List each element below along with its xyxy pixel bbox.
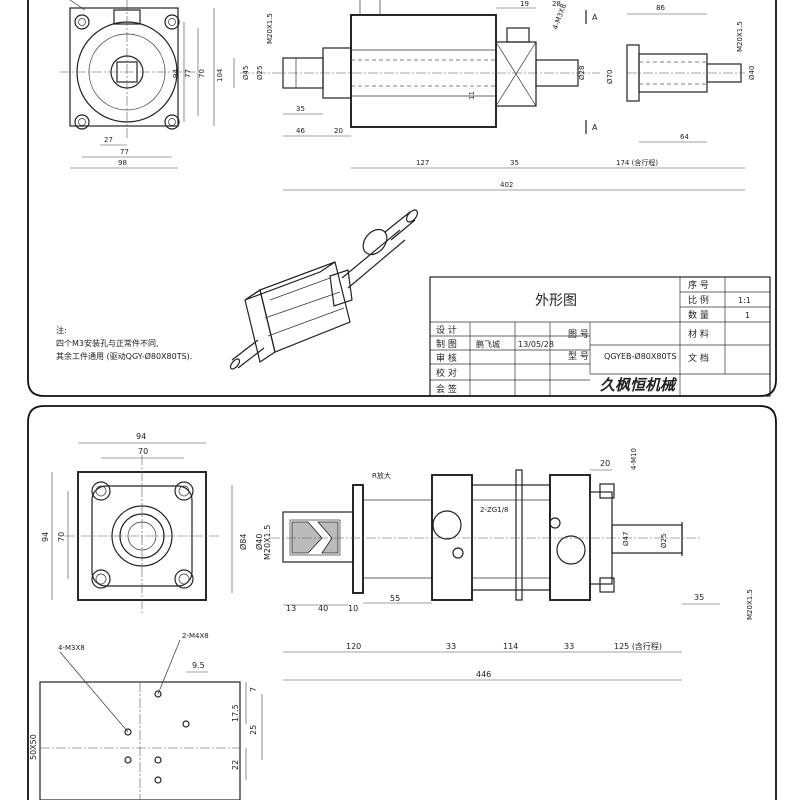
dim-77v: 77 <box>184 69 192 78</box>
dim-11: 11 <box>468 91 476 100</box>
dim-25v: 25 <box>249 725 258 735</box>
dim-m20b: M20X1.5 <box>736 21 744 52</box>
dim-20: 20 <box>600 459 610 468</box>
section-a-bottom: A <box>592 123 598 132</box>
dim-77: 77 <box>120 148 129 156</box>
dim-94: 94 <box>136 432 146 441</box>
bottom-front-view: 94 70 94 70 <box>41 432 220 615</box>
note-line1: 注: <box>56 325 67 335</box>
top-sheet: 27 77 98 77 70 104 94 <box>27 0 777 397</box>
row-label-2: 审 核 <box>436 352 457 364</box>
dim-d84: Ø84 <box>238 534 248 550</box>
dim-7: 7 <box>249 687 258 692</box>
top-front-view: 27 77 98 77 70 104 94 <box>60 0 224 169</box>
bottom-sheet-frame <box>27 405 777 800</box>
dim-55: 55 <box>390 594 400 603</box>
dim-104: 104 <box>216 68 224 82</box>
dim-20: 20 <box>334 127 343 135</box>
title-block: 外形图 设 计 制 图 审 核 校 对 会 签 鹏飞城 13/05/28 图 号… <box>429 276 771 397</box>
quantity-value: 1 <box>745 311 750 320</box>
date: 13/05/28 <box>518 340 554 349</box>
dim-33: 33 <box>446 642 456 651</box>
dim-d40: Ø40 <box>254 534 264 550</box>
bottom-side-view: Ø84 Ø40 M20X1.5 13 40 10 55 120 33 114 3… <box>231 448 754 681</box>
dim-94v: 94 <box>41 532 50 542</box>
dim-28: 28 <box>552 0 561 8</box>
dim-127: 127 <box>416 159 429 167</box>
top-sheet-frame <box>27 0 777 397</box>
top-side-view: Ø45 Ø25 M20X1.5 35 46 20 127 35 174 (含行程… <box>233 0 745 191</box>
dim-50x50: 50X50 <box>29 734 38 760</box>
right-label-3: 材 料 <box>688 328 709 340</box>
row-label-3: 校 对 <box>436 367 457 379</box>
dim-33b: 33 <box>564 642 574 651</box>
right-label-1: 比 例 <box>688 294 709 306</box>
dim-d47: Ø47 <box>622 532 630 546</box>
row-label-0: 设 计 <box>436 324 457 336</box>
dim-35b: 35 <box>510 159 519 167</box>
dim-d28: Ø28 <box>578 66 586 80</box>
dim-120: 120 <box>346 642 361 651</box>
dim-d70: Ø70 <box>606 70 614 84</box>
dim-27: 27 <box>104 136 113 144</box>
dim-19: 19 <box>520 0 529 8</box>
r-label: R放大 <box>372 471 391 480</box>
drawing-name: 外形图 <box>535 293 577 309</box>
designer: 鹏飞城 <box>476 339 500 349</box>
dim-70: 70 <box>138 447 148 456</box>
dim-446: 446 <box>476 670 491 679</box>
row-label-4: 会 签 <box>436 383 457 395</box>
dim-98: 98 <box>118 159 127 167</box>
section-a-top: A <box>592 13 598 22</box>
figure-no-label: 图 号 <box>568 329 589 340</box>
label-4m3: 4-M3X8 <box>58 644 85 652</box>
bottom-detail-view: 4-M3X8 2-M4X8 9.5 50X50 7 17.5 25 22 <box>29 632 263 800</box>
dim-9-5: 9.5 <box>192 661 205 670</box>
dim-86: 86 <box>656 4 665 12</box>
dim-174: 174 (含行程) <box>616 158 658 167</box>
label-2m4: 2-M4X8 <box>182 632 209 640</box>
dim-94v: 94 <box>172 69 180 78</box>
dim-d40: Ø40 <box>748 66 756 80</box>
row-label-1: 制 图 <box>436 338 457 350</box>
dim-4m10: 4-M10 <box>630 448 638 470</box>
right-label-4: 文 档 <box>688 352 709 364</box>
dim-m20: M20X1.5 <box>263 525 272 560</box>
iso-view <box>229 209 419 370</box>
model-value: QGYEB-Ø80X80TS <box>604 351 677 361</box>
dim-35: 35 <box>694 593 704 602</box>
dim-d45: Ø45 <box>242 66 250 80</box>
zg-label: 2-ZG1/8 <box>480 506 508 514</box>
model-label: 型 号 <box>568 351 589 362</box>
dim-46: 46 <box>296 127 305 135</box>
right-label-2: 数 量 <box>688 309 709 321</box>
dim-64: 64 <box>680 133 689 141</box>
note-block: 注: 四个M3安装孔与正常件不同, 其余工件通用 (驱动QGY-Ø80X80TS… <box>56 325 192 361</box>
bottom-sheet: 94 70 94 70 <box>27 405 777 800</box>
dim-17-5: 17.5 <box>231 704 240 722</box>
dim-22: 22 <box>231 760 240 770</box>
note-line2: 四个M3安装孔与正常件不同, <box>56 338 159 348</box>
dim-40b: 40 <box>318 604 328 613</box>
dim-d25: Ø25 <box>256 66 264 80</box>
dim-35: 35 <box>296 105 305 113</box>
note-line3: 其余工件通用 (驱动QGY-Ø80X80TS). <box>56 351 192 361</box>
dim-70v: 70 <box>57 532 66 542</box>
dim-m20b: M20X1.5 <box>746 589 754 620</box>
dim-d25: Ø25 <box>660 534 668 548</box>
right-label-0: 序 号 <box>688 279 709 291</box>
dim-125: 125 (含行程) <box>614 641 662 651</box>
scale-value: 1:1 <box>738 296 751 305</box>
company-name: 久枫恒机械 <box>600 376 678 394</box>
dim-10: 10 <box>348 604 358 613</box>
dim-114: 114 <box>503 642 518 651</box>
dim-m20: M20X1.5 <box>266 13 274 44</box>
top-section-view: 86 Ø70 Ø28 M20X1.5 Ø40 64 <box>578 4 756 143</box>
dim-13: 13 <box>286 604 296 613</box>
dim-70v: 70 <box>198 69 206 78</box>
dim-402: 402 <box>500 181 513 189</box>
